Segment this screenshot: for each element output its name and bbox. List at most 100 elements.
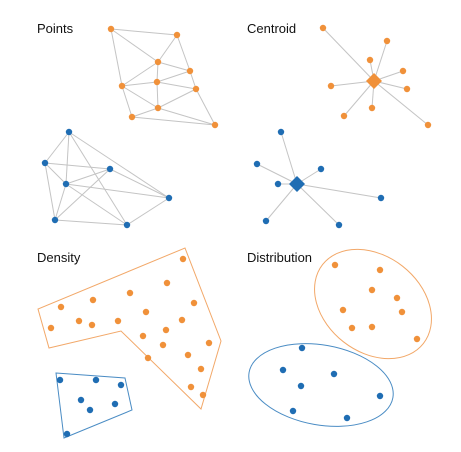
orange-point (114, 317, 122, 325)
points-edge-blue (54, 183, 67, 221)
points-edge-orange (110, 28, 178, 36)
points-edge-orange (121, 85, 133, 118)
blue-point (86, 406, 94, 414)
points-edge-blue (44, 131, 70, 164)
orange-point (163, 279, 171, 287)
points-edge-orange (157, 61, 191, 72)
blue-point (51, 216, 59, 224)
orange-point (173, 31, 181, 39)
points-edge-orange (176, 34, 191, 72)
points-edge-orange (110, 28, 123, 87)
points-edge-orange (157, 88, 197, 109)
blue-point (165, 194, 173, 202)
blue-point (106, 165, 114, 173)
blue-point (77, 396, 85, 404)
blue-point (274, 180, 282, 188)
points-panel-title: Points (37, 21, 74, 36)
orange-point (339, 306, 347, 314)
blue-point (56, 376, 64, 384)
orange-point (192, 85, 200, 93)
orange-point (144, 354, 152, 362)
blue-point (62, 180, 70, 188)
points-edge-orange (195, 88, 216, 126)
orange-point (190, 299, 198, 307)
density-panel-title: Density (37, 250, 81, 265)
points-edge-orange (121, 61, 159, 87)
density-panel: Density (37, 247, 222, 439)
orange-point (153, 78, 161, 86)
blue-point (111, 400, 119, 408)
orange-point (184, 351, 192, 359)
points-edge-blue (65, 131, 70, 185)
distribution-panel: Distribution (247, 248, 432, 427)
orange-point (340, 112, 348, 120)
centroid-spoke-blue (280, 131, 298, 185)
blue-point (335, 221, 343, 229)
centroid-panel: Centroid (247, 21, 432, 229)
blue-density-hull (55, 372, 133, 439)
orange-point (327, 82, 335, 90)
distribution-points (279, 261, 421, 422)
centroid-spoke-blue (296, 183, 340, 226)
orange-point (424, 121, 432, 129)
orange-point (142, 308, 150, 316)
orange-point (383, 37, 391, 45)
orange-point (319, 24, 327, 32)
orange-point (399, 67, 407, 75)
centroid-points (253, 24, 432, 229)
orange-point (413, 335, 421, 343)
points-edge-orange (156, 70, 191, 83)
blue-distribution-ellipse (248, 343, 394, 427)
orange-point (162, 326, 170, 334)
centroid-spoke-orange (373, 40, 388, 82)
blue-point (289, 407, 297, 415)
orange-point (403, 85, 411, 93)
blue-point (279, 366, 287, 374)
orange-point (89, 296, 97, 304)
orange-point (154, 104, 162, 112)
orange-point (126, 289, 134, 297)
orange-point (187, 383, 195, 391)
points-edge-orange (157, 107, 216, 126)
points-edge-blue (68, 131, 128, 226)
distribution-ellipses (248, 248, 432, 427)
points-edge-blue (65, 183, 170, 199)
orange-point (368, 286, 376, 294)
points-edge-blue (44, 162, 56, 221)
blue-point (298, 344, 306, 352)
orange-point (368, 323, 376, 331)
orange-point (197, 365, 205, 373)
orange-point (393, 294, 401, 302)
points-edge-orange (121, 81, 158, 87)
points-edge-blue (68, 131, 170, 199)
orange-point (179, 255, 187, 263)
orange-point (348, 324, 356, 332)
orange-point (128, 113, 136, 121)
orange-point (88, 321, 96, 329)
blue-point (262, 217, 270, 225)
orange-point (159, 341, 167, 349)
orange-point (205, 339, 213, 347)
points-nodes (41, 25, 219, 229)
points-edge-blue (65, 168, 111, 185)
blue-centroid-marker (289, 176, 305, 192)
points-edge-orange (156, 81, 159, 109)
orange-point (331, 261, 339, 269)
orange-density-hull (37, 247, 222, 410)
blue-point (377, 194, 385, 202)
blue-point (330, 370, 338, 378)
orange-point (178, 316, 186, 324)
points-edge-orange (156, 61, 159, 83)
points-edge-orange (156, 81, 197, 90)
points-edge-orange (157, 34, 178, 63)
orange-point (186, 67, 194, 75)
centroid-spoke-orange (322, 27, 375, 82)
blue-point (123, 221, 131, 229)
points-edge-blue (126, 197, 170, 226)
centroid-spoke-orange (373, 80, 429, 126)
orange-distribution-ellipse (314, 248, 432, 360)
blue-point (343, 414, 351, 422)
density-hulls (37, 247, 222, 439)
points-edge-blue (44, 162, 67, 185)
